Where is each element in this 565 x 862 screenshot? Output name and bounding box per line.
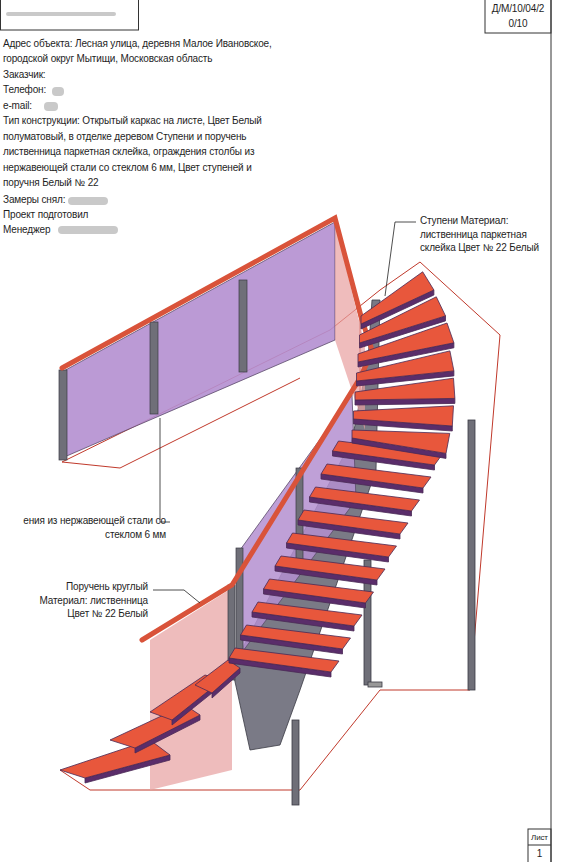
step-tread — [60, 740, 170, 778]
callout-text: ения из нержавеющей стали со стеклом 6 м… — [6, 514, 166, 542]
sheet-frame — [1, 0, 552, 862]
stamp-text: 0/10 — [485, 16, 551, 32]
title-block-text: городской округ Мытищи, Московская облас… — [3, 51, 303, 67]
title-block-text: Проект подготовил — [3, 207, 303, 223]
stamp-text: Лист — [528, 831, 551, 844]
title-block-text: Заказчик: — [3, 67, 303, 83]
step-tread — [195, 660, 240, 693]
upper-railing — [59, 218, 372, 460]
title-block-text: Телефон: — [3, 82, 303, 98]
callout-text: Ступени Материал: лиственница паркетная … — [420, 214, 548, 255]
title-block-text: e-mail: — [3, 98, 303, 114]
step-tread — [361, 272, 434, 324]
callout-text: Поручень круглый Материал: лиственница Ц… — [16, 580, 148, 621]
leader-lines — [153, 222, 416, 603]
step-tread — [354, 406, 454, 426]
title-block-text: Тип конструкции: Открытый каркас на лист… — [3, 113, 283, 191]
title-block-text: Замеры снял: — [3, 192, 303, 208]
title-block-text: Менеджер — [3, 222, 303, 238]
title-block-text: Адрес объекта: Лесная улица, деревня Мал… — [3, 36, 303, 52]
stamp-text: 1 — [528, 847, 551, 861]
steps — [60, 272, 455, 783]
stamp-text: Д/М/10/04/2 — [485, 1, 551, 17]
step-tread — [352, 430, 450, 453]
